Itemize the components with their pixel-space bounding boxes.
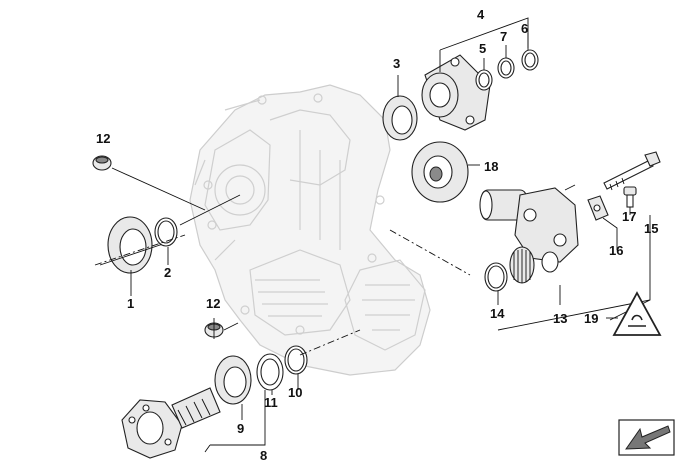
part-3-gasket bbox=[382, 95, 418, 141]
callout-8: 8 bbox=[260, 448, 268, 463]
callout-18: 18 bbox=[484, 159, 499, 174]
callout-11: 11 bbox=[264, 395, 278, 410]
part-8-output-flange bbox=[121, 387, 221, 459]
callout-12-upper: 12 bbox=[96, 131, 111, 146]
part-6-snap-ring bbox=[521, 49, 539, 71]
callout-9: 9 bbox=[237, 421, 245, 436]
callout-7: 7 bbox=[500, 29, 508, 44]
part-2-o-ring bbox=[154, 194, 241, 247]
callout-3: 3 bbox=[393, 56, 401, 71]
axis-line-left bbox=[94, 234, 186, 266]
callout-14: 14 bbox=[490, 306, 505, 321]
part-4-flange-housing bbox=[421, 54, 491, 131]
part-18-sprocket bbox=[411, 141, 480, 203]
callout-10: 10 bbox=[288, 385, 303, 400]
callout-1: 1 bbox=[127, 296, 135, 311]
part-1-shaft-seal bbox=[99, 216, 176, 274]
part-15-bolt bbox=[603, 151, 661, 191]
callout-6: 6 bbox=[521, 21, 529, 36]
axis-line-output bbox=[299, 329, 361, 356]
part-17-small-bolt bbox=[623, 186, 637, 208]
part-11-shim bbox=[256, 353, 284, 391]
part-7-ring bbox=[497, 57, 515, 79]
part-16-servo-motor bbox=[479, 184, 579, 263]
transfer-case-housing bbox=[189, 84, 431, 376]
axis-line-motor bbox=[389, 229, 471, 276]
callout-5: 5 bbox=[479, 41, 487, 56]
callout-4: 4 bbox=[477, 7, 485, 22]
callout-15: 15 bbox=[644, 221, 659, 236]
part-13-gear bbox=[509, 246, 559, 284]
callout-13: 13 bbox=[553, 311, 568, 326]
callout-17: 17 bbox=[622, 209, 637, 224]
part-12-lower-plug bbox=[204, 322, 239, 338]
part-12-upper-plug bbox=[92, 155, 206, 211]
callout-12-lower: 12 bbox=[206, 296, 221, 311]
part-5-ring bbox=[475, 69, 493, 91]
part-10-o-ring bbox=[284, 345, 308, 375]
part-9-output-seal bbox=[214, 355, 252, 405]
arrow-down-left-icon bbox=[618, 419, 675, 456]
triangle-warning-icon bbox=[606, 291, 662, 336]
callout-19: 19 bbox=[584, 311, 599, 326]
callout-2: 2 bbox=[164, 265, 172, 280]
part-16-sensor-bracket bbox=[587, 195, 609, 221]
callout-16: 16 bbox=[609, 243, 624, 258]
part-14-o-ring bbox=[484, 262, 508, 292]
